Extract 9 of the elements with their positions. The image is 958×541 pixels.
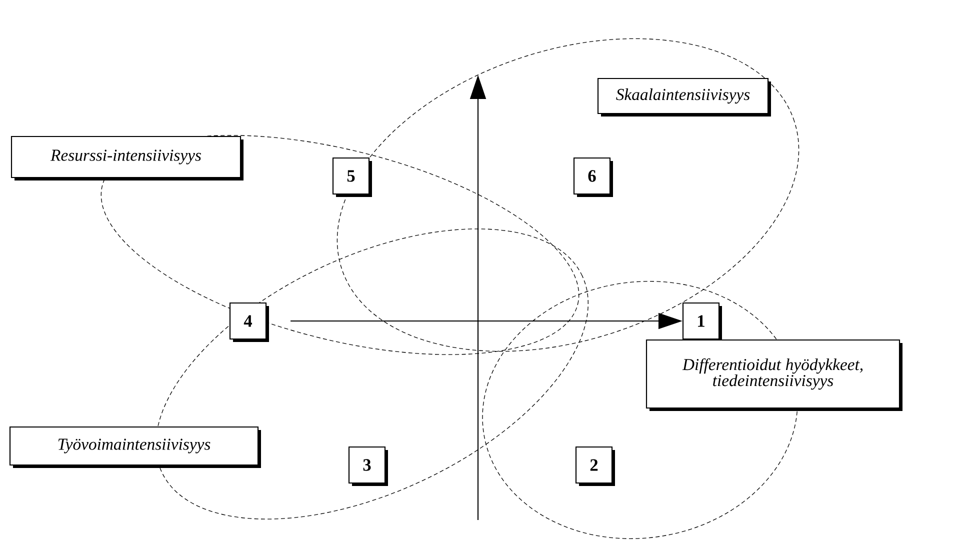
number-box: 6 xyxy=(573,157,613,197)
number-box: 3 xyxy=(348,446,388,486)
number-box: 4 xyxy=(229,302,269,342)
label-box: Skaalaintensiivisyys xyxy=(597,78,771,116)
label-box: Resurssi-intensiivisyys xyxy=(10,136,244,180)
number-box: 1 xyxy=(682,302,722,342)
number-box: 2 xyxy=(575,446,615,486)
number-box: 5 xyxy=(332,157,372,197)
label-box: Työvoimaintensiivisyys xyxy=(9,426,261,468)
